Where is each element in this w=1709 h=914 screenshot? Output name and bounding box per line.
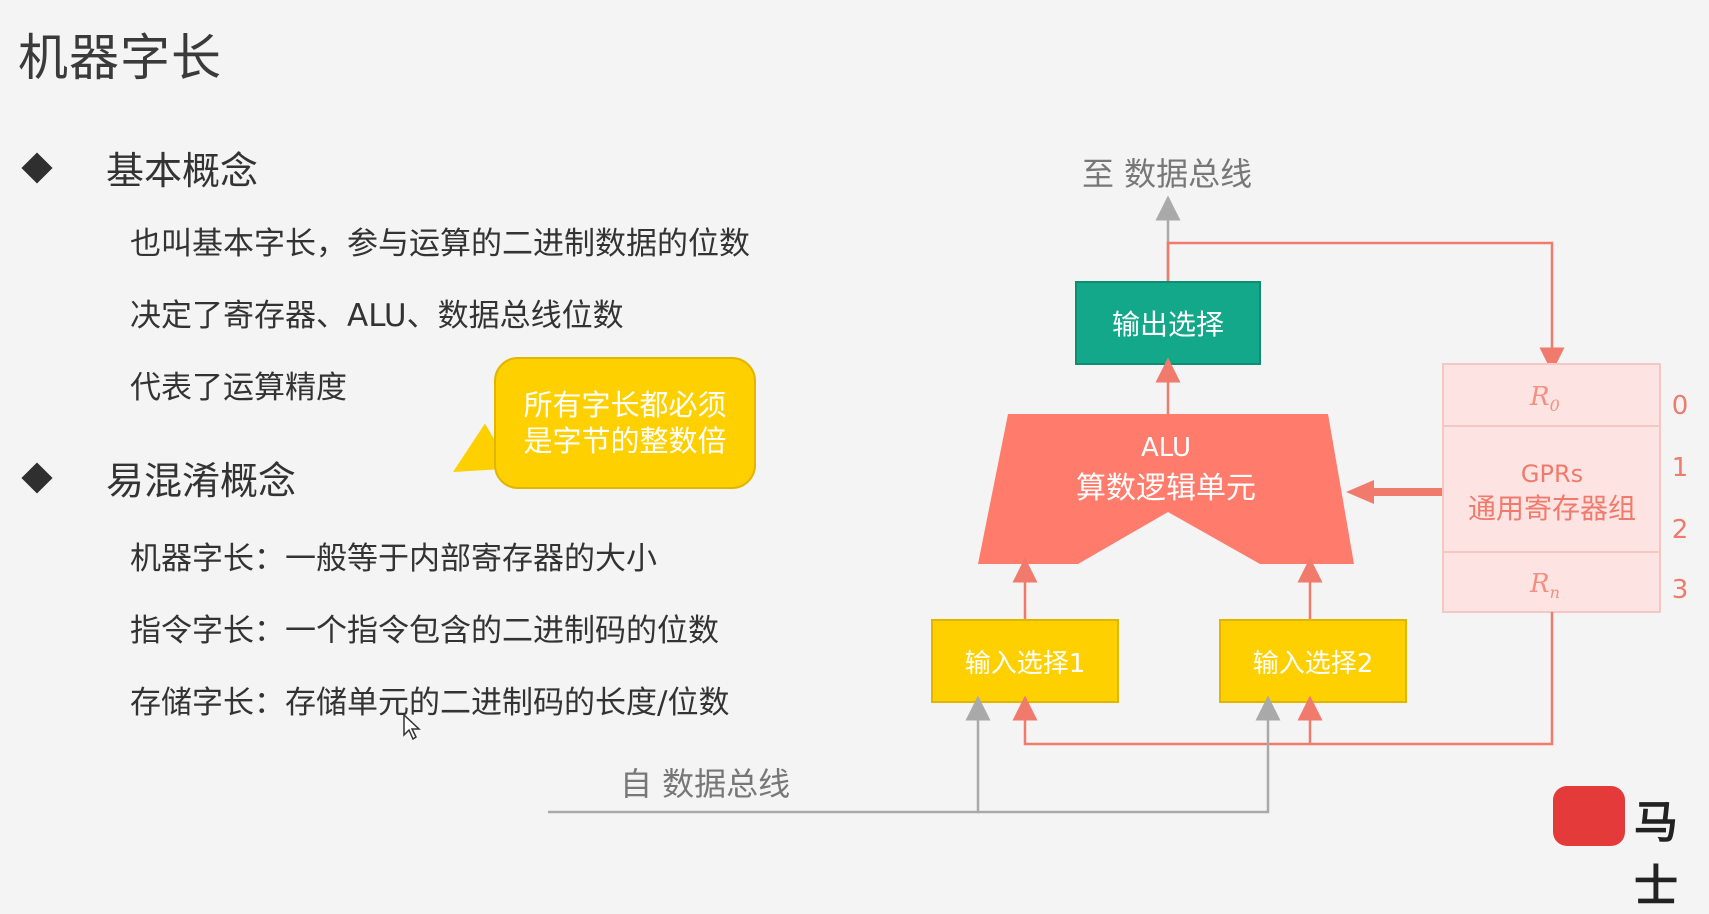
bullet-basic-concept: 基本概念 bbox=[18, 140, 258, 195]
section-heading: 易混淆概念 bbox=[106, 459, 297, 503]
list-item: 存储字长：存储单元的二进制码的长度/位数 bbox=[130, 685, 730, 721]
register-index: 3 bbox=[1672, 575, 1689, 605]
slide-title: 机器字长 bbox=[18, 29, 222, 87]
alu-diagram: 至 数据总线 输出选择 ALU 算数逻辑单元 R0 GPRs 通用寄存器组 Rn… bbox=[548, 155, 1689, 814]
bus-to-input2-arrow bbox=[978, 695, 1281, 814]
gprs-register-file bbox=[1442, 363, 1661, 613]
output-to-gprs-arrow bbox=[1166, 241, 1565, 373]
list-item: 指令字长：一个指令包含的二进制码的位数 bbox=[130, 613, 719, 649]
list-item: 机器字长：一般等于内部寄存器的大小 bbox=[130, 541, 657, 577]
output-select-box bbox=[1075, 281, 1261, 365]
gprs-to-input1-arrow bbox=[1012, 612, 1554, 746]
gprs-label: GPRs bbox=[1521, 460, 1583, 488]
gprs-subtitle: 通用寄存器组 bbox=[1468, 492, 1636, 525]
input-select-1-box bbox=[931, 619, 1119, 703]
bullet-confusing-concept: 易混淆概念 bbox=[18, 450, 296, 505]
register-r0-label: R0 bbox=[1529, 382, 1560, 415]
register-rn-label: Rn bbox=[1529, 569, 1560, 602]
list-item: 代表了运算精度 bbox=[130, 370, 347, 406]
register-index: 2 bbox=[1672, 515, 1689, 545]
gprs-to-alu-arrowhead bbox=[1346, 480, 1374, 504]
output-select-label: 输出选择 bbox=[1112, 308, 1224, 341]
to-data-bus-label: 至 数据总线 bbox=[1082, 155, 1252, 193]
callout-line: 所有字长都必须 bbox=[523, 388, 727, 422]
alu-subtitle: 算数逻辑单元 bbox=[1076, 471, 1256, 506]
list-item: 决定了寄存器、ALU、数据总线位数 bbox=[130, 298, 624, 334]
section-heading: 基本概念 bbox=[106, 149, 259, 193]
callout-bubble: 所有字长都必须 是字节的整数倍 bbox=[494, 357, 756, 489]
alu-label: ALU bbox=[1141, 433, 1191, 463]
register-index: 1 bbox=[1672, 453, 1689, 483]
alu-block bbox=[978, 414, 1354, 564]
brand-logo-text: 马士 bbox=[1634, 797, 1678, 912]
from-data-bus-label: 自 数据总线 bbox=[620, 765, 790, 803]
input-select-2-label: 输入选择2 bbox=[1253, 649, 1374, 679]
brand-logo-icon bbox=[1553, 786, 1625, 846]
callout-line: 是字节的整数倍 bbox=[523, 424, 727, 458]
mouse-pointer-icon bbox=[403, 714, 421, 740]
register-index: 0 bbox=[1672, 391, 1689, 421]
list-item: 也叫基本字长，参与运算的二进制数据的位数 bbox=[130, 226, 750, 262]
input-select-1-label: 输入选择1 bbox=[965, 649, 1086, 679]
